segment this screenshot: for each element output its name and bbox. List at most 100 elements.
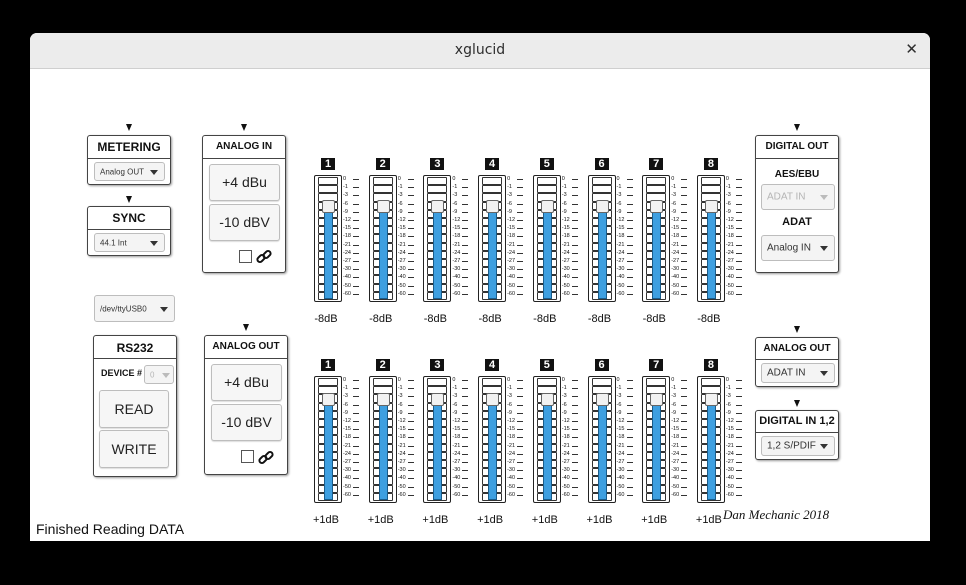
channel-number-badge: 5 (539, 158, 554, 170)
scale-tick-label: -21 (671, 442, 680, 449)
device-select[interactable]: 0 (144, 365, 174, 384)
scale-tick (681, 285, 688, 287)
scale-tick (681, 179, 688, 180)
scale-tick (353, 211, 359, 213)
scale-tick-label: -18 (397, 233, 406, 240)
chevron-down-icon (162, 372, 170, 378)
pointer-icon (126, 124, 132, 131)
digital-out-panel: DIGITAL OUT AES/EBU ADAT IN ADAT Analog … (755, 135, 839, 273)
scale-tick-label: -6 (343, 200, 348, 207)
scale-tick-label: -18 (343, 233, 351, 240)
fader-handle[interactable] (486, 200, 500, 213)
scale-tick (626, 261, 633, 262)
scale-tick (571, 179, 578, 180)
aes-ebu-select[interactable]: ADAT IN (761, 184, 835, 210)
meter-fill (488, 403, 498, 500)
analog-out-link-checkbox[interactable] (241, 450, 254, 463)
scale-tick-label: -21 (616, 241, 625, 248)
sync-select[interactable]: 44.1 Int (94, 233, 165, 252)
fader-handle[interactable] (376, 393, 390, 406)
scale-tick (517, 269, 524, 271)
fader-handle[interactable] (322, 200, 335, 213)
channel-number-badge: 8 (703, 158, 718, 170)
scale-tick (626, 277, 633, 279)
scale-tick-label: -1 (343, 184, 348, 191)
fader-handle[interactable] (376, 200, 390, 213)
scale-tick-label: -15 (725, 426, 734, 433)
analog-out-source-select[interactable]: ADAT IN (761, 363, 835, 383)
scale-tick-label: -12 (397, 418, 406, 424)
scale-tick-label: -15 (671, 426, 680, 433)
scale-tick (517, 494, 524, 496)
meter-segment (646, 378, 667, 387)
scale-tick (462, 269, 469, 271)
fader-handle[interactable] (431, 200, 445, 213)
meter-segment (591, 185, 612, 194)
scale-tick (353, 293, 359, 295)
scale-tick-label: -12 (725, 217, 734, 223)
fader-handle[interactable] (704, 200, 718, 213)
scale-tick-label: -15 (561, 225, 570, 232)
scale-tick (517, 220, 524, 221)
scale-tick-label: -1 (343, 385, 348, 392)
sync-panel: SYNC 44.1 Int (87, 206, 171, 256)
channel-gain-label: +1dB (586, 514, 613, 526)
port-select[interactable]: /dev/ttyUSB0 (94, 295, 175, 322)
level-meter (314, 175, 342, 302)
fader-handle[interactable] (540, 393, 554, 406)
scale-tick-label: -1 (507, 385, 512, 392)
scale-tick (735, 228, 742, 230)
scale-tick-label: -30 (507, 266, 516, 273)
scale-tick (626, 412, 633, 414)
analog-in-plus4-button[interactable]: +4 dBu (209, 164, 280, 201)
scale-tick-label: -24 (452, 450, 461, 457)
fader-handle[interactable] (650, 200, 664, 213)
scale-tick-label: -6 (725, 200, 731, 207)
analog-in-link-checkbox[interactable] (239, 250, 252, 263)
scale-tick (517, 429, 524, 431)
fader-handle[interactable] (486, 393, 500, 406)
fader-handle[interactable] (704, 393, 718, 406)
meter-fill (542, 403, 552, 500)
scale-tick-label: -18 (561, 233, 570, 240)
scale-tick-label: -3 (671, 393, 677, 400)
scale-tick-label: -27 (616, 459, 625, 465)
fader-handle[interactable] (595, 393, 609, 406)
scale-tick (517, 388, 524, 390)
scale-tick-label: -27 (725, 459, 734, 465)
scale-tick (735, 478, 742, 480)
scale-tick-label: -9 (616, 208, 622, 215)
fader-handle[interactable] (540, 200, 554, 213)
write-button[interactable]: WRITE (99, 430, 169, 468)
scale-tick-label: -3 (561, 192, 567, 199)
digital-in-select[interactable]: 1,2 S/PDIF (761, 436, 835, 456)
fader-handle[interactable] (322, 393, 335, 406)
fader-handle[interactable] (595, 200, 609, 213)
close-icon[interactable]: ✕ (905, 40, 918, 58)
scale-tick (407, 203, 414, 205)
analog-out-level-title: ANALOG OUT (212, 341, 280, 352)
scale-tick-label: -18 (452, 233, 461, 240)
metering-select[interactable]: Analog OUT (94, 162, 165, 181)
scale-tick-label: -3 (671, 192, 677, 199)
analog-out-plus4-button[interactable]: +4 dBu (211, 364, 282, 401)
scale-tick (735, 412, 742, 414)
scale-tick-label: -27 (561, 258, 570, 264)
fader-handle[interactable] (431, 393, 445, 406)
analog-in-minus10-button[interactable]: -10 dBV (209, 204, 280, 241)
meter-segment (700, 185, 721, 194)
scale-tick-label: -30 (561, 467, 570, 474)
meter-segment (318, 378, 338, 387)
scale-tick-label: -30 (671, 266, 680, 273)
fader-handle[interactable] (650, 393, 664, 406)
scale-tick-label: -21 (397, 442, 406, 449)
read-button[interactable]: READ (99, 390, 169, 428)
scale-tick-label: -6 (397, 401, 403, 408)
analog-out-minus10-button[interactable]: -10 dBV (211, 404, 282, 441)
scale-tick (407, 437, 414, 439)
scale-tick (735, 494, 742, 496)
scale-tick (571, 486, 578, 488)
adat-select[interactable]: Analog IN (761, 235, 835, 261)
scale-tick-label: -24 (397, 249, 406, 256)
scale-tick (517, 187, 524, 189)
